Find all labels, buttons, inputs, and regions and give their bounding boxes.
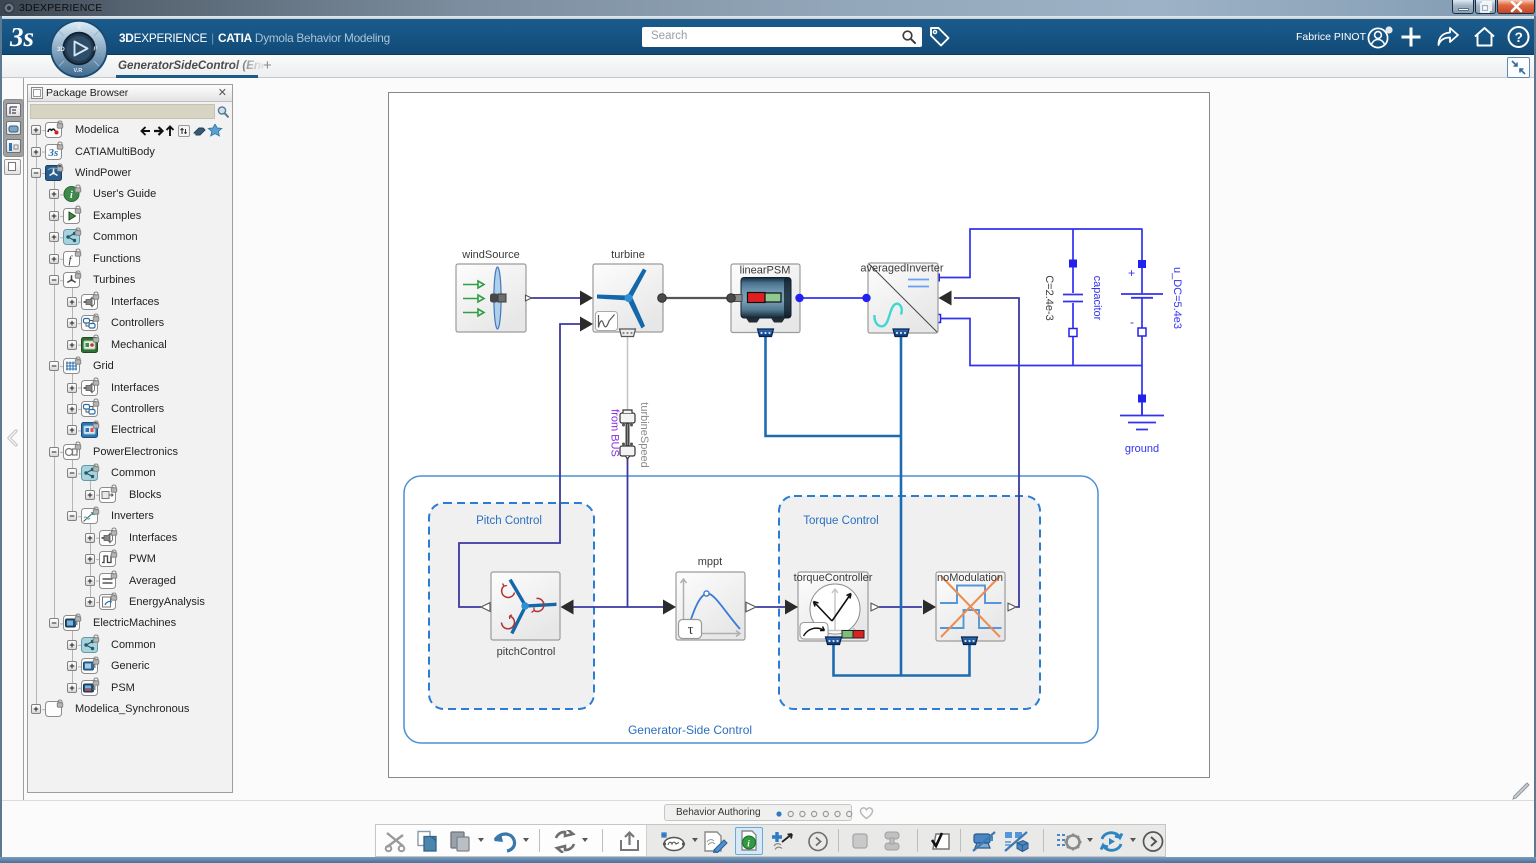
svg-text:pitchControl: pitchControl	[497, 646, 556, 658]
svg-text:τ: τ	[688, 622, 694, 638]
svg-text:V.R: V.R	[74, 68, 83, 74]
svg-text:i: i	[747, 839, 750, 849]
svg-text:averagedInverter: averagedInverter	[860, 263, 943, 275]
svg-text:?: ?	[1515, 30, 1523, 45]
svg-text:turbine: turbine	[611, 249, 645, 261]
svg-text:3D: 3D	[57, 47, 65, 53]
svg-text:windSource: windSource	[461, 249, 519, 261]
svg-text:f: f	[69, 254, 74, 266]
svg-text:Generator-Side Control: Generator-Side Control	[628, 723, 752, 737]
svg-text:noModulation: noModulation	[937, 572, 1003, 584]
svg-text:from BUS: from BUS	[609, 409, 621, 457]
svg-text:Pitch Control: Pitch Control	[476, 515, 542, 527]
svg-text:C=2.4e-3: C=2.4e-3	[1043, 275, 1055, 321]
svg-text:3s: 3s	[48, 147, 59, 159]
svg-text:i²: i²	[94, 46, 99, 53]
svg-text:ground: ground	[1125, 443, 1159, 455]
svg-text:u_DC=5.4e3: u_DC=5.4e3	[1171, 267, 1183, 329]
svg-text:-: -	[1130, 315, 1134, 329]
svg-text:capacitor: capacitor	[1091, 276, 1103, 321]
svg-text:torqueController: torqueController	[794, 572, 873, 584]
svg-text:mppt: mppt	[698, 556, 722, 568]
svg-text:i: i	[70, 190, 73, 201]
svg-text:linearPSM: linearPSM	[740, 265, 791, 277]
svg-text:Torque Control: Torque Control	[803, 515, 878, 527]
svg-text:+: +	[1128, 266, 1135, 280]
svg-text:3s: 3s	[9, 22, 34, 52]
svg-text:turbineSpeed: turbineSpeed	[638, 402, 650, 467]
